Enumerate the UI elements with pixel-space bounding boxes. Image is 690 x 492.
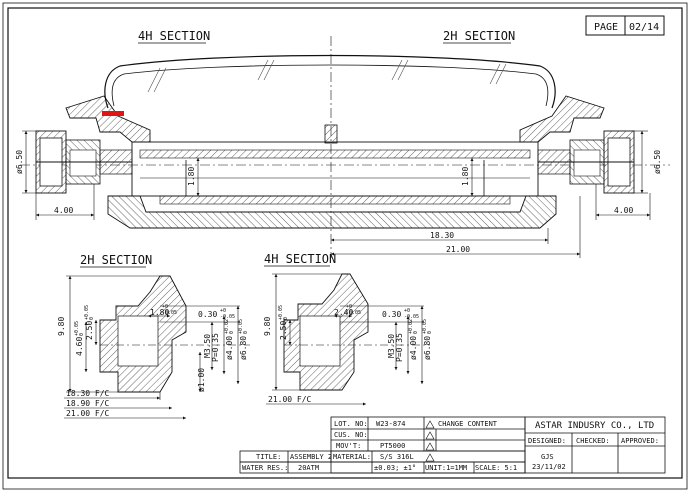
- movt-value: PT5000: [380, 442, 405, 450]
- detail-2h-d1-tol-top: +0.02: [224, 319, 230, 334]
- detail-2h-view: 2H SECTION 9.80 4.60 +0.05 0: [57, 253, 250, 420]
- page-number: 02/14: [629, 22, 659, 33]
- lot-label: LOT. NO:: [334, 420, 368, 428]
- detail-2h-r-tol-bot: -0.05: [220, 314, 235, 320]
- scale-value: SCALE: 5:1: [475, 464, 517, 472]
- movt-label: MOV'T:: [336, 442, 361, 450]
- title-label: TITLE:: [256, 453, 281, 461]
- left-diameter-dim: ø6.50: [15, 150, 24, 174]
- lot-value: W23-874: [376, 420, 406, 428]
- detail-4h-h2-tol-bot: 0: [283, 317, 289, 320]
- detail-4h-pitch-dim: P=0.35: [395, 333, 404, 362]
- detail-2h-pitch-dim: P=0.35: [211, 333, 220, 362]
- detail-2h-r-dim: 0.30: [198, 310, 217, 319]
- total-length-dim: 21.00: [446, 245, 470, 254]
- right-section-label: 2H SECTION: [443, 29, 515, 43]
- detail-4h-t1-tol-bot: -0.05: [346, 310, 361, 316]
- caseback: [107, 195, 557, 229]
- detail-4h-fc: 21.00 F/C: [268, 395, 312, 404]
- detail-2h-h1-tol-top: +0.05: [74, 321, 80, 336]
- detail-2h-d1-tol-bot: 0: [229, 331, 235, 334]
- detail-4h-height-dim: 9.80: [263, 317, 272, 336]
- detail-4h-d1-tol-top: +0.02: [408, 319, 414, 334]
- page-number-box: PAGE 02/14: [585, 15, 665, 36]
- detail-2h-t1-tol-top: +0: [162, 304, 168, 310]
- material-triangle-icon: [425, 453, 435, 462]
- title-block: [239, 416, 666, 474]
- cus-label: CUS. NO:: [334, 431, 368, 439]
- detail-2h-t1-tol-bot: -0.05: [162, 310, 177, 316]
- window-left-dim: 1.80: [187, 167, 196, 186]
- detail-2h-h2-tol-top: +0.05: [84, 305, 90, 320]
- detail-2h-d1-dim: ø4.00: [225, 336, 234, 360]
- change-content-label: CHANGE CONTENT: [438, 420, 498, 428]
- detail-2h-t1-dim: 1.80: [150, 308, 169, 317]
- detail-4h-d1-tol-bot: 0: [413, 331, 419, 334]
- water-res-label: WATER RES.:: [242, 464, 288, 472]
- half-length-dim: 18.30: [430, 231, 454, 240]
- detail-2h-height-dim: 9.80: [57, 317, 66, 336]
- detail-4h-r-tol-top: +0: [404, 308, 410, 314]
- detail-4h-r-tol-bot: -0.05: [404, 314, 419, 320]
- detail-2h-r-tol-top: +0: [220, 308, 226, 314]
- left-width-dim: 4.00: [54, 206, 73, 215]
- detail-4h-thread-dim: M3.50: [387, 334, 396, 358]
- design-date: 23/11/02: [532, 463, 566, 471]
- unit-value: UNIT:1=1MM: [425, 464, 467, 472]
- right-crown: [537, 130, 635, 194]
- detail-2h-h1-dim: 4.60: [75, 337, 84, 356]
- detail-2h-d2-dim: ø6.80: [239, 336, 248, 360]
- detail-4h-t1-dim: 2.40: [334, 308, 353, 317]
- water-res-value: 20ATM: [298, 464, 319, 472]
- detail-4h-t1-tol-top: +0: [346, 304, 352, 310]
- detail-2h-d3-dim: ø1.00: [197, 368, 206, 392]
- detail-2h-thread-dim: M3.50: [203, 334, 212, 358]
- window-right-dim: 1.80: [461, 167, 470, 186]
- detail-4h-r-dim: 0.30: [382, 310, 401, 319]
- detail-2h-title: 2H SECTION: [80, 253, 152, 267]
- detail-2h-h2-dim: 2.50: [85, 321, 94, 340]
- detail-4h-d2-dim: ø6.80: [423, 336, 432, 360]
- main-view: 4H SECTION 2H SECTION: [15, 29, 670, 258]
- left-section-label: 4H SECTION: [138, 29, 210, 43]
- right-width-dim: 4.00: [614, 206, 633, 215]
- detail-4h-d2-tol-top: +0.05: [422, 319, 428, 334]
- detail-2h-d2-tol-top: +0.05: [238, 319, 244, 334]
- designer-initials: GJS: [541, 453, 554, 461]
- detail-4h-d1-dim: ø4.00: [409, 336, 418, 360]
- left-crown: [35, 130, 133, 194]
- inner-border: [7, 7, 683, 479]
- company-name: ASTAR INDUSRY CO., LTD: [535, 421, 654, 431]
- gasket-highlight: [102, 111, 124, 116]
- title-block-text: LOT. NO: W23-874 CHANGE CONTENT CUS. NO:…: [242, 420, 659, 472]
- checked-label: CHECKED:: [576, 437, 610, 445]
- detail-2h-fc1: 18.30 F/C: [66, 389, 110, 398]
- crystal-dome: [104, 54, 556, 109]
- detail-4h-title: 4H SECTION: [264, 252, 336, 266]
- case-left-lug: [65, 95, 151, 143]
- detail-2h-fc2: 18.90 F/C: [66, 399, 110, 408]
- detail-4h-h2-tol-top: +0.05: [278, 305, 284, 320]
- revision-triangle-icons: [425, 420, 435, 451]
- case-right-lug: [519, 95, 605, 143]
- title-value: ASSEMBLY 2: [290, 453, 332, 461]
- detail-2h-d2-tol-bot: 0: [243, 331, 249, 334]
- right-diameter-dim: ø6.50: [653, 150, 662, 174]
- designed-label: DESIGNED:: [528, 437, 566, 445]
- detail-2h-fc3: 21.00 F/C: [66, 409, 110, 418]
- material-value: S/S 316L: [380, 453, 414, 461]
- detail-2h-h2-tol-bot: 0: [89, 317, 95, 320]
- detail-4h-h2-dim: 2.50: [279, 321, 288, 340]
- detail-4h-d2-tol-bot: 0: [427, 331, 433, 334]
- approved-label: APPROVED:: [621, 437, 659, 445]
- detail-2h-h1-tol-bot: 0: [79, 333, 85, 336]
- material-label: MATERIAL:: [333, 453, 371, 461]
- page-label: PAGE: [594, 22, 618, 33]
- detail-4h-view: 4H SECTION 9.80 2.50 +0.05 0 2.40 +0 -0.…: [263, 252, 433, 406]
- tolerance-value: ±0.03; ±1°: [374, 464, 416, 472]
